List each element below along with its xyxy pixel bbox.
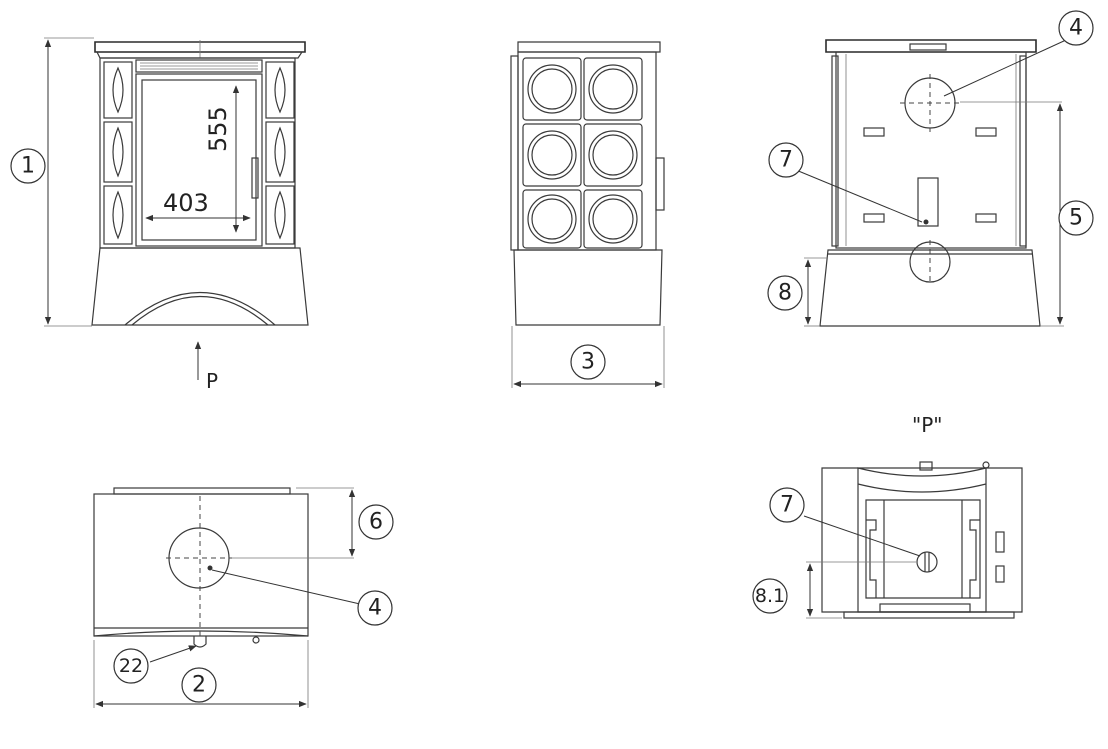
view-p-title: "P" [912, 413, 942, 437]
svg-text:8.1: 8.1 [755, 585, 785, 607]
callout-depth: 3 [570, 344, 606, 380]
front-left-tiles [103, 61, 133, 245]
back-view [795, 39, 1067, 327]
svg-text:4: 4 [1069, 16, 1083, 41]
side-tiles [522, 57, 643, 249]
plan-view [93, 487, 361, 708]
callout-foot: 22 [113, 648, 149, 684]
front-view: 403 555 P [44, 37, 309, 393]
callout-flue-diameter-plan: 4 [357, 590, 393, 626]
callout-flue-offset: 6 [358, 504, 394, 540]
callout-height: 1 [10, 148, 46, 184]
callout-width: 2 [181, 667, 217, 703]
door-width-label: 403 [163, 189, 209, 217]
svg-text:2: 2 [192, 673, 206, 698]
callout-flue-diameter-back: 4 [1058, 10, 1094, 46]
view-p [803, 461, 1023, 619]
callout-base-height: 8 [767, 275, 803, 311]
svg-text:22: 22 [119, 655, 143, 677]
svg-text:6: 6 [369, 510, 383, 535]
svg-text:8: 8 [778, 281, 792, 306]
svg-text:1: 1 [21, 154, 35, 179]
callout-air-inlet-back: 7 [768, 142, 804, 178]
svg-text:7: 7 [779, 148, 793, 173]
door-height-label: 555 [204, 106, 232, 152]
svg-text:7: 7 [780, 493, 794, 518]
svg-text:5: 5 [1069, 206, 1083, 231]
view-p-arrow-label: P [206, 369, 218, 393]
callout-flue-height: 5 [1058, 200, 1094, 236]
callout-base-height-p: 8.1 [752, 578, 788, 614]
front-right-tiles [265, 61, 295, 245]
side-view [510, 41, 665, 388]
svg-text:4: 4 [368, 596, 382, 621]
callout-air-inlet-p: 7 [769, 487, 805, 523]
svg-text:3: 3 [581, 350, 595, 375]
